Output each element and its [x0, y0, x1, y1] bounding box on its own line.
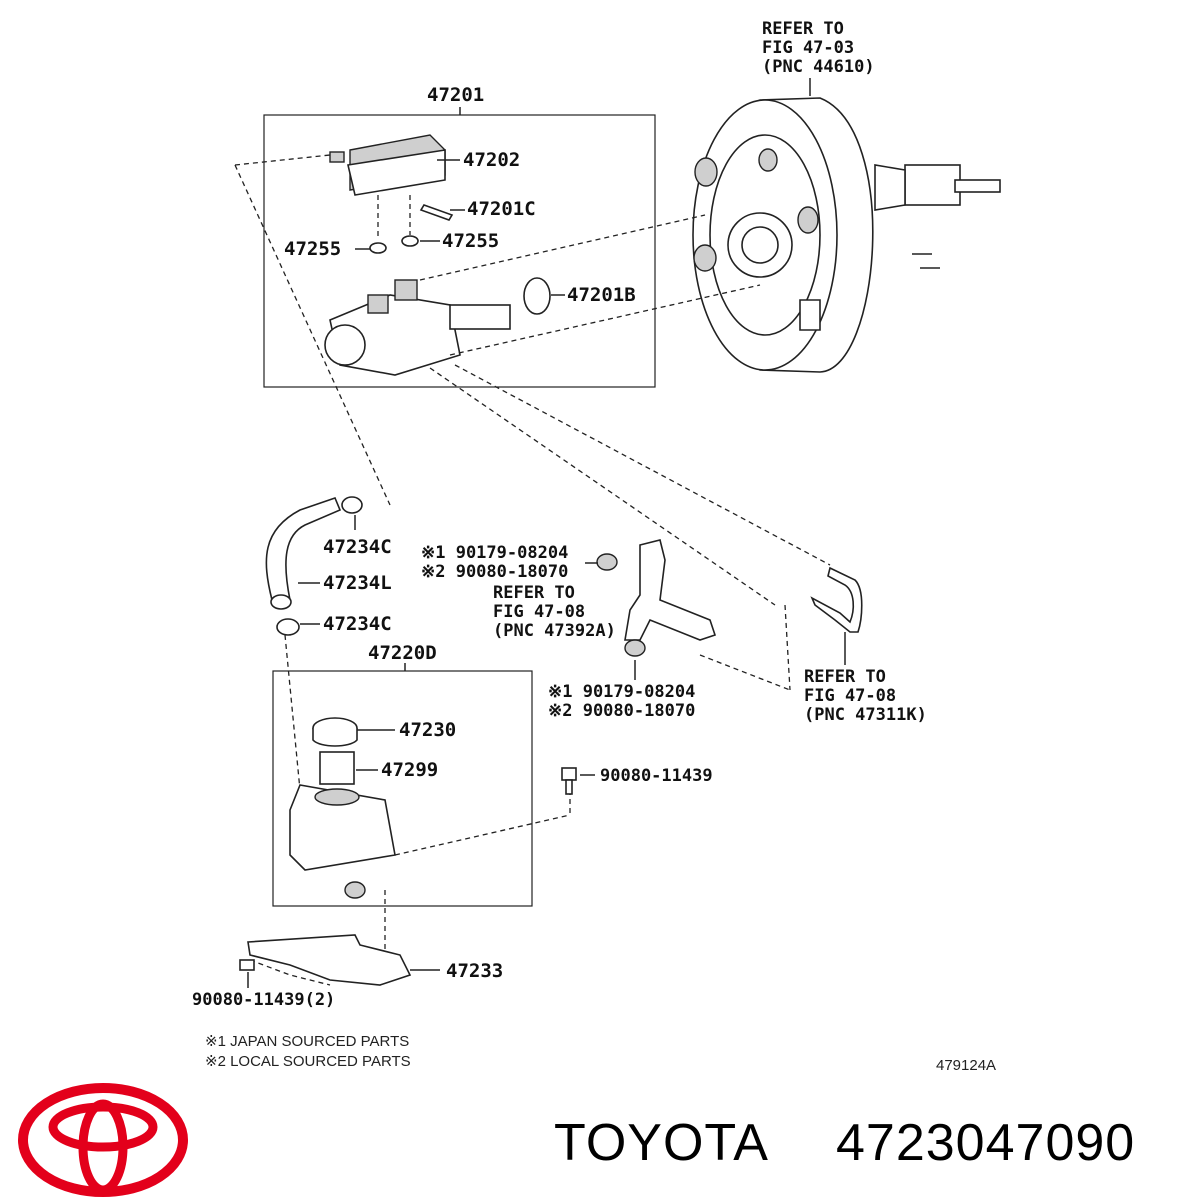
label-47234l: 47234L: [323, 572, 392, 594]
part-number: 4723047090: [836, 1114, 1135, 1172]
label-47201: 47201: [427, 84, 484, 106]
label-47201c: 47201C: [467, 198, 536, 220]
refer-line-line-3: (PNC 47311K): [804, 705, 927, 725]
screw-illustration: [561, 767, 577, 795]
refer-bracket-line-1: REFER TO: [493, 583, 575, 603]
label-47234c-bottom: 47234C: [323, 613, 392, 635]
refer-booster-line-3: (PNC 44610): [762, 57, 875, 77]
refer-bracket-line-3: (PNC 47392A): [493, 621, 616, 641]
bracket-nut-label-1: ※1 90179-08204: [548, 682, 695, 702]
label-47299: 47299: [381, 759, 438, 781]
refer-line-line-2: FIG 47-08: [804, 686, 896, 706]
bracket-bolt-label-2: ※2 90080-18070: [421, 562, 568, 582]
refer-bracket-note: REFER TO FIG 47-08 (PNC 47392A): [493, 583, 616, 641]
label-47255-left: 47255: [284, 238, 341, 260]
master-cylinder-body: [324, 279, 511, 376]
refer-booster-line-2: FIG 47-03: [762, 38, 854, 58]
o-ring: [523, 277, 551, 315]
refer-line-note: REFER TO FIG 47-08 (PNC 47311K): [804, 667, 927, 725]
grommet-left: [369, 242, 387, 254]
figure-code: 479124A: [936, 1057, 996, 1074]
refer-bracket-line-2: FIG 47-08: [493, 602, 585, 622]
tray-screw: [239, 959, 255, 971]
footnote-local-sourced: ※2 LOCAL SOURCED PARTS: [205, 1053, 411, 1070]
logo-horizontal-ring: [48, 1102, 158, 1152]
reservoir-tank-illustration: [289, 717, 396, 899]
toyota-logo: [18, 1083, 188, 1197]
reservoir-hose-illustration: [265, 496, 363, 636]
label-90080-11439: 90080-11439: [600, 766, 713, 786]
reservoir-cap-illustration: [329, 134, 446, 196]
bracket-bolt-label-1: ※1 90179-08204: [421, 543, 568, 563]
label-47230: 47230: [399, 719, 456, 741]
grommet-right: [401, 235, 419, 247]
label-90080-11439-qty2: 90080-11439(2): [192, 990, 335, 1010]
label-47202: 47202: [463, 149, 520, 171]
bracket-nut-label-2: ※2 90080-18070: [548, 701, 695, 721]
footnote-japan-sourced: ※1 JAPAN SOURCED PARTS: [205, 1033, 409, 1050]
label-47220d: 47220D: [368, 642, 437, 664]
refer-line-line-1: REFER TO: [804, 667, 886, 687]
label-47233: 47233: [446, 960, 503, 982]
brand-name: TOYOTA: [554, 1114, 769, 1172]
logo-vertical-ring: [78, 1099, 128, 1195]
brake-line-illustration: [810, 566, 863, 633]
bracket-illustration: [596, 539, 717, 657]
refer-booster-note: REFER TO FIG 47-03 (PNC 44610): [762, 19, 875, 77]
battery-tray-illustration: [247, 934, 412, 986]
label-47201b: 47201B: [567, 284, 636, 306]
label-47234c-top: 47234C: [323, 536, 392, 558]
label-47255-right: 47255: [442, 230, 499, 252]
brake-booster-illustration: [692, 78, 1001, 373]
refer-booster-line-1: REFER TO: [762, 19, 844, 39]
reservoir-assembly-box: [272, 670, 533, 907]
